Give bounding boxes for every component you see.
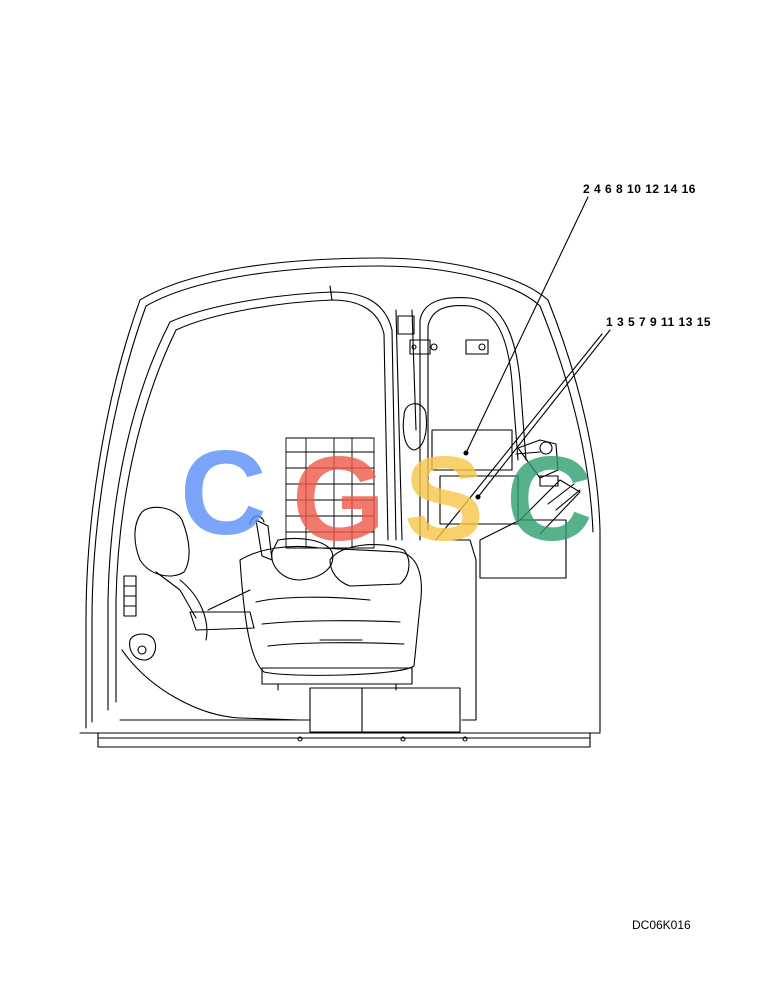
- watermark-letter-g: G: [292, 432, 385, 566]
- watermark-letter-c2: C: [506, 432, 593, 566]
- leader-line-lower-2: [435, 333, 603, 541]
- operator-seat: [134, 506, 422, 691]
- right-console: [451, 439, 581, 721]
- front-window: [107, 285, 397, 711]
- watermark: C G S C: [180, 426, 593, 566]
- watermark-letter-c1: C: [180, 426, 267, 560]
- left-control-lever: [189, 515, 273, 631]
- watermark-letter-s: S: [404, 432, 484, 566]
- callout-odd-numbers: 1 3 5 7 9 11 13 15: [606, 315, 712, 329]
- leader-line-lower: [477, 329, 611, 498]
- drawing-code: DC06K016: [632, 918, 691, 932]
- door-pillar: [395, 297, 527, 541]
- callout-even-numbers: 2 4 6 8 10 12 14 16: [583, 182, 696, 196]
- floor-base: [119, 575, 461, 733]
- cab-outer-frame: [79, 257, 601, 748]
- leader-line-upper: [465, 196, 589, 454]
